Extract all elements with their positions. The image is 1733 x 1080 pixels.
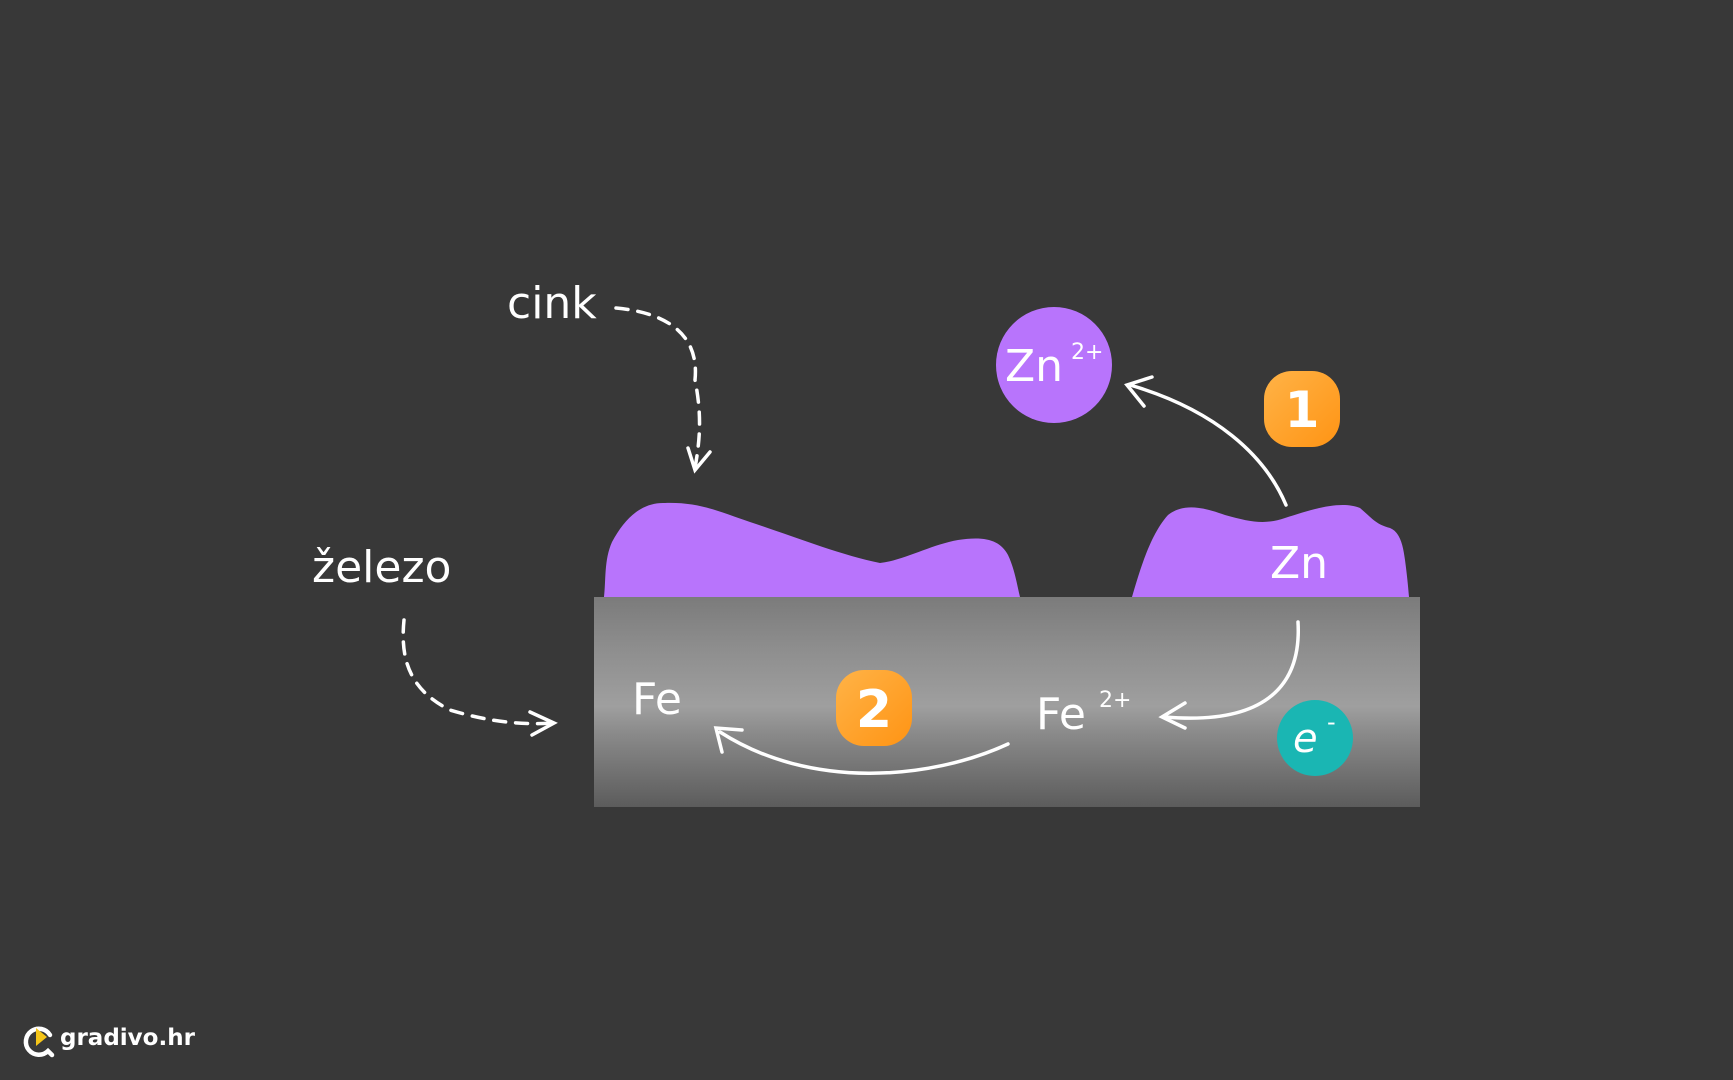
zinc-pointer-arrowhead [686,446,712,474]
oxidation-arrow [1128,383,1288,507]
zinc-coating-left [604,502,1020,597]
step-two-badge [836,670,912,746]
electron-flow-arrow [1163,620,1300,720]
electron-charge: - [1327,708,1336,736]
brand-logo: gradivo.hr [23,1025,196,1058]
electron-symbol: e [1293,716,1318,762]
zinc-label: cink [507,278,597,329]
reduction-arrowhead [713,726,744,754]
iron-block [594,597,1420,807]
oxidation-arrowhead [1124,375,1154,408]
iron-pointer-arrowhead [528,710,558,737]
reduction-arrow [718,730,1010,775]
brand-logo-icon [23,1026,55,1058]
zinc-metal-symbol: Zn [1270,538,1328,589]
zinc-ion-symbol: Zn [1005,341,1063,392]
step-one-number: 1 [1285,381,1320,439]
zinc-pointer-arrow [614,306,702,470]
brand-name: gradivo.hr [60,1025,196,1051]
iron-label: železo [312,542,451,593]
iron-ion-symbol: Fe [1036,689,1086,740]
zinc-ion-circle [996,307,1112,423]
electron-circle [1277,700,1353,776]
step-two-number: 2 [856,680,892,740]
iron-symbol: Fe [632,674,682,725]
iron-ion-charge: 2+ [1099,688,1131,713]
zinc-coating-right [1132,505,1409,597]
electron-flow-arrowhead [1158,701,1187,730]
step-one-badge [1264,371,1340,447]
iron-pointer-arrow [401,618,557,726]
brand-play-icon [36,1028,47,1046]
zinc-ion-charge: 2+ [1071,340,1103,365]
